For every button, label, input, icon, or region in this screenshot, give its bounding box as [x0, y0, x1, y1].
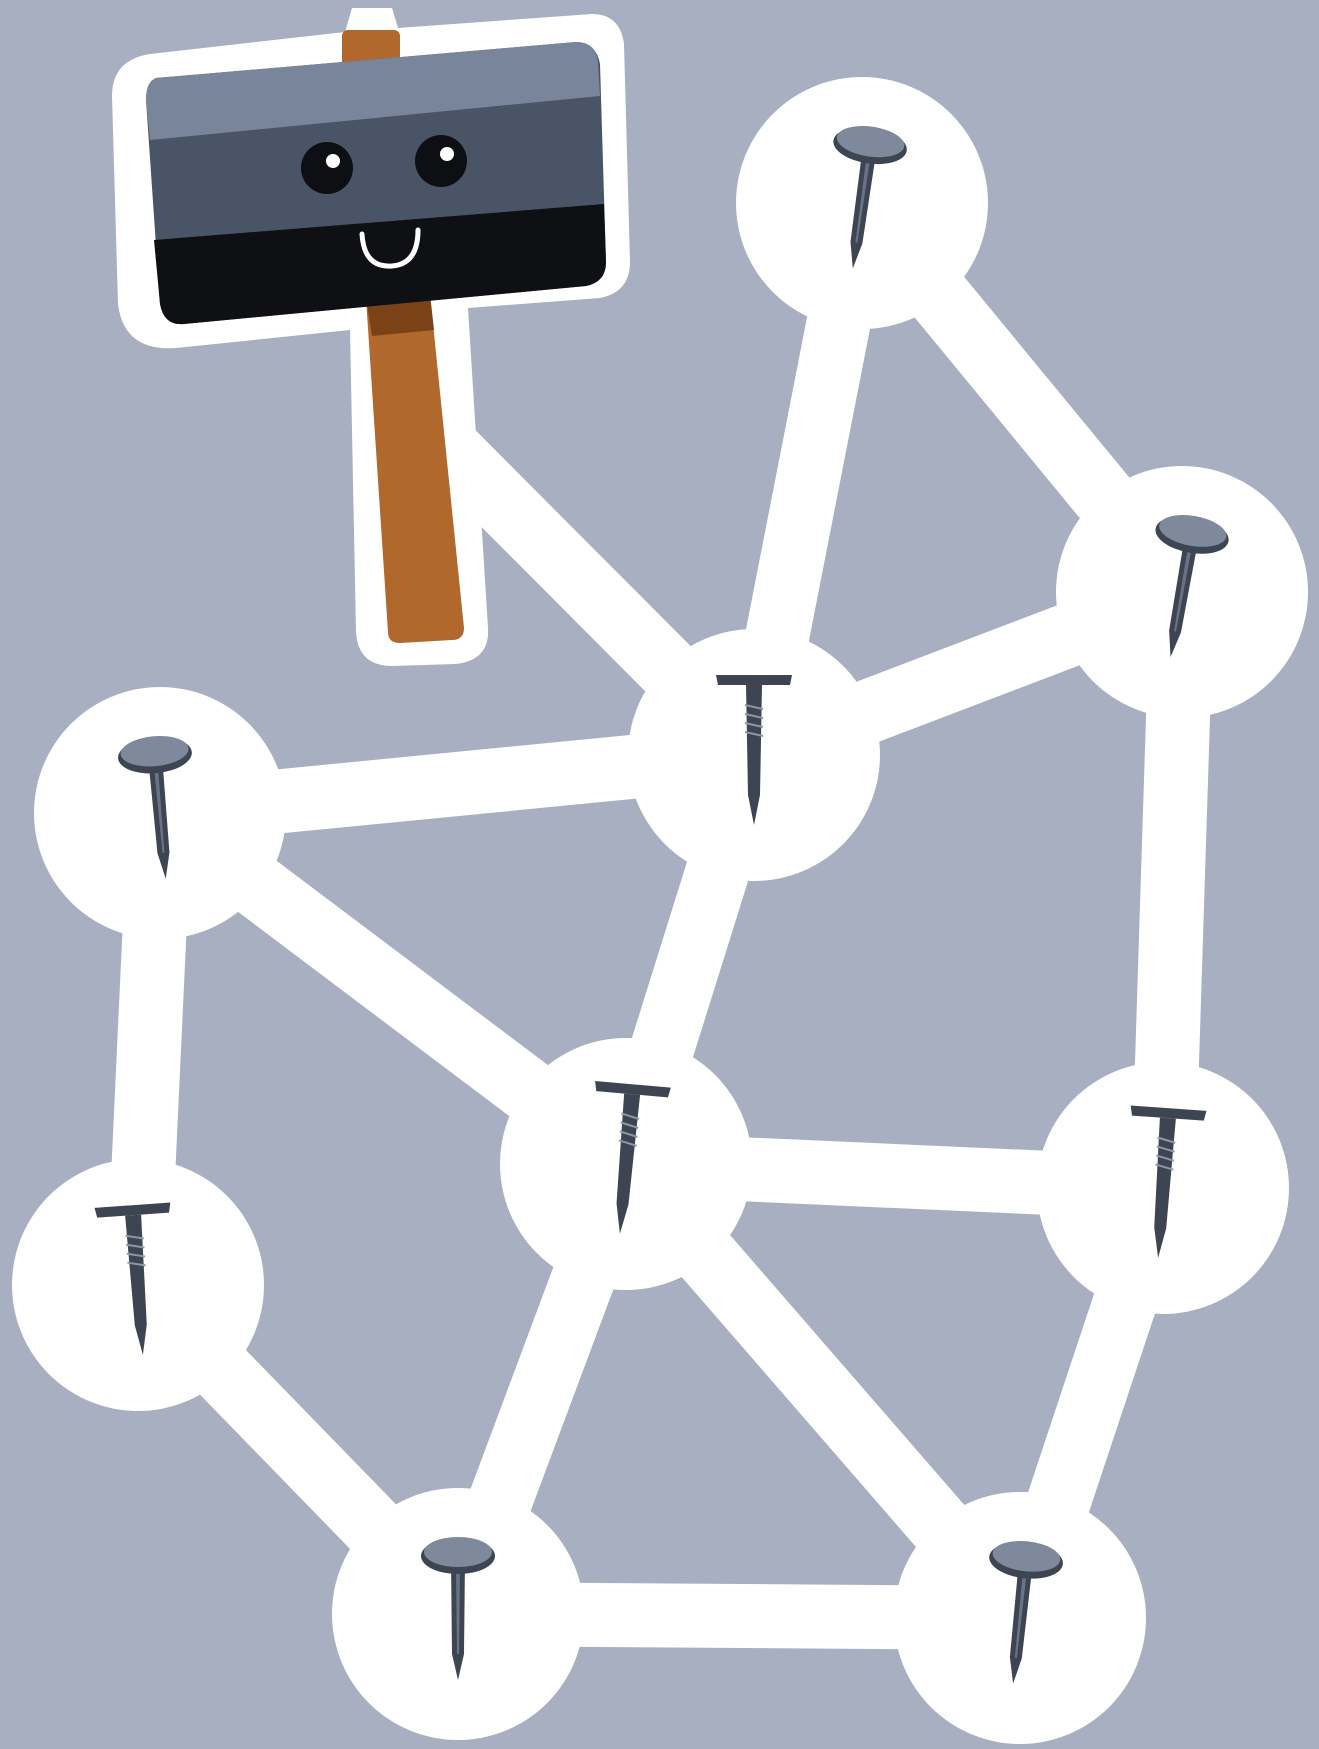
- node-n9[interactable]: [894, 1492, 1146, 1744]
- nail-head: [716, 675, 792, 685]
- hammer-right-eye-glint: [440, 147, 454, 161]
- node-n6[interactable]: [12, 1159, 264, 1411]
- nail-head: [424, 1537, 492, 1567]
- node-n3[interactable]: [628, 629, 880, 881]
- hammer-right-eye: [415, 135, 467, 187]
- node-n4[interactable]: [34, 687, 286, 939]
- hammer-left-eye-glint: [326, 154, 340, 168]
- hammer-left-eye: [301, 142, 353, 194]
- node-n1[interactable]: [736, 77, 988, 329]
- node-n5[interactable]: [500, 1038, 752, 1290]
- node-n8[interactable]: [332, 1488, 584, 1740]
- node-n7[interactable]: [1037, 1062, 1289, 1314]
- node-n2[interactable]: [1056, 466, 1308, 718]
